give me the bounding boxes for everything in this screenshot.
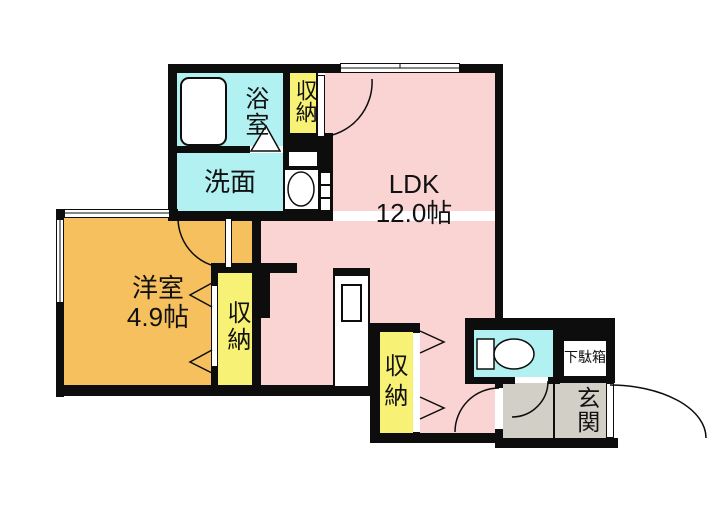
hall-door-arc — [454, 387, 500, 433]
label-washroom: 洗面 — [203, 167, 256, 197]
wall-bedroom-ldk-divider — [252, 211, 261, 263]
label-ldk-area: 12.0帖 — [375, 198, 453, 229]
wall-toilet-left — [465, 318, 474, 384]
closet-bottom-fold-mark-2 — [419, 396, 446, 420]
front-door-leaf — [606, 383, 614, 438]
closet-middle-fold-mark-1 — [188, 282, 213, 308]
label-bedroom: 洋室 4.9帖 — [64, 273, 252, 333]
bathtub — [180, 77, 227, 146]
hall-door-opening — [495, 388, 503, 429]
living-glass-door-cap — [333, 268, 370, 276]
wall-hall-door-cap-bottom — [495, 429, 503, 443]
label-bathroom: 浴室 — [240, 86, 268, 138]
ldk-entry-door-arc — [320, 78, 373, 138]
label-bedroom-name: 洋室 — [131, 273, 184, 303]
label-entrance: 玄関 — [573, 386, 600, 434]
wall-bath-closet-divider — [283, 64, 290, 150]
wall-left-upper — [168, 64, 177, 221]
label-shoe-cabinet: 下駄箱 — [564, 349, 606, 365]
living-glass-door-panel — [341, 284, 362, 322]
wall-top — [168, 64, 503, 73]
closet-middle — [218, 273, 252, 385]
room-washroom — [177, 153, 283, 211]
toilet-door-arc — [511, 380, 549, 418]
wall-washroom-bottom — [168, 211, 333, 221]
washbasin-icon — [287, 171, 315, 207]
label-bedroom-area: 4.9帖 — [126, 302, 190, 333]
closet-middle-door-strip — [212, 286, 217, 366]
toilet-bowl-icon — [493, 338, 535, 370]
wall-closet-middle-right-thick — [252, 273, 270, 318]
wall-corridor-bottom — [370, 433, 503, 443]
wall-closet-middle-top — [211, 263, 297, 273]
label-ldk-name: LDK — [388, 169, 440, 199]
shoe-cabinet-box — [562, 339, 608, 378]
label-closet-bottom: 収納 — [379, 353, 407, 413]
front-door-arc — [609, 384, 707, 439]
wall-hall-door-cap-top — [495, 377, 503, 388]
wall-toilet-bottom-left — [465, 377, 515, 384]
room-ldk-mid — [261, 221, 495, 330]
bedroom-door-leaf — [225, 218, 232, 268]
wall-entrance-bottom — [495, 438, 618, 448]
wall-bottom-main — [56, 385, 380, 396]
toilet-tank-icon — [476, 338, 495, 370]
closet-bottom — [380, 332, 413, 433]
vanity-side-cell-1 — [320, 172, 331, 185]
bath-folding-door-icon — [249, 124, 282, 152]
wall-toilet-right — [553, 318, 560, 384]
label-closet-middle: 収納 — [222, 300, 250, 354]
closet-middle-fold-mark-2 — [188, 349, 213, 374]
wall-bedroom-left — [56, 209, 64, 397]
bedroom-door-arc — [177, 217, 229, 269]
entrance-step-line — [553, 383, 555, 438]
wall-right — [495, 64, 503, 330]
vanity-side-cell-2 — [320, 185, 331, 198]
vanity-side-cell-3 — [320, 198, 331, 211]
room-ldk — [325, 73, 495, 211]
closet-bottom-door-strip — [413, 332, 420, 433]
wall-closet-middle-right-thin — [252, 318, 261, 385]
room-entrance — [503, 383, 608, 438]
closet-bottom-fold-mark-1 — [419, 330, 446, 354]
wall-bath-washroom-divider — [177, 146, 250, 153]
wall-closet-bottom-top — [370, 323, 420, 332]
vanity-counter — [288, 151, 318, 167]
label-ldk: LDK 12.0帖 — [333, 169, 495, 229]
label-closet-top: 収納 — [292, 79, 318, 123]
wall-closet-bottom-left — [370, 323, 380, 443]
